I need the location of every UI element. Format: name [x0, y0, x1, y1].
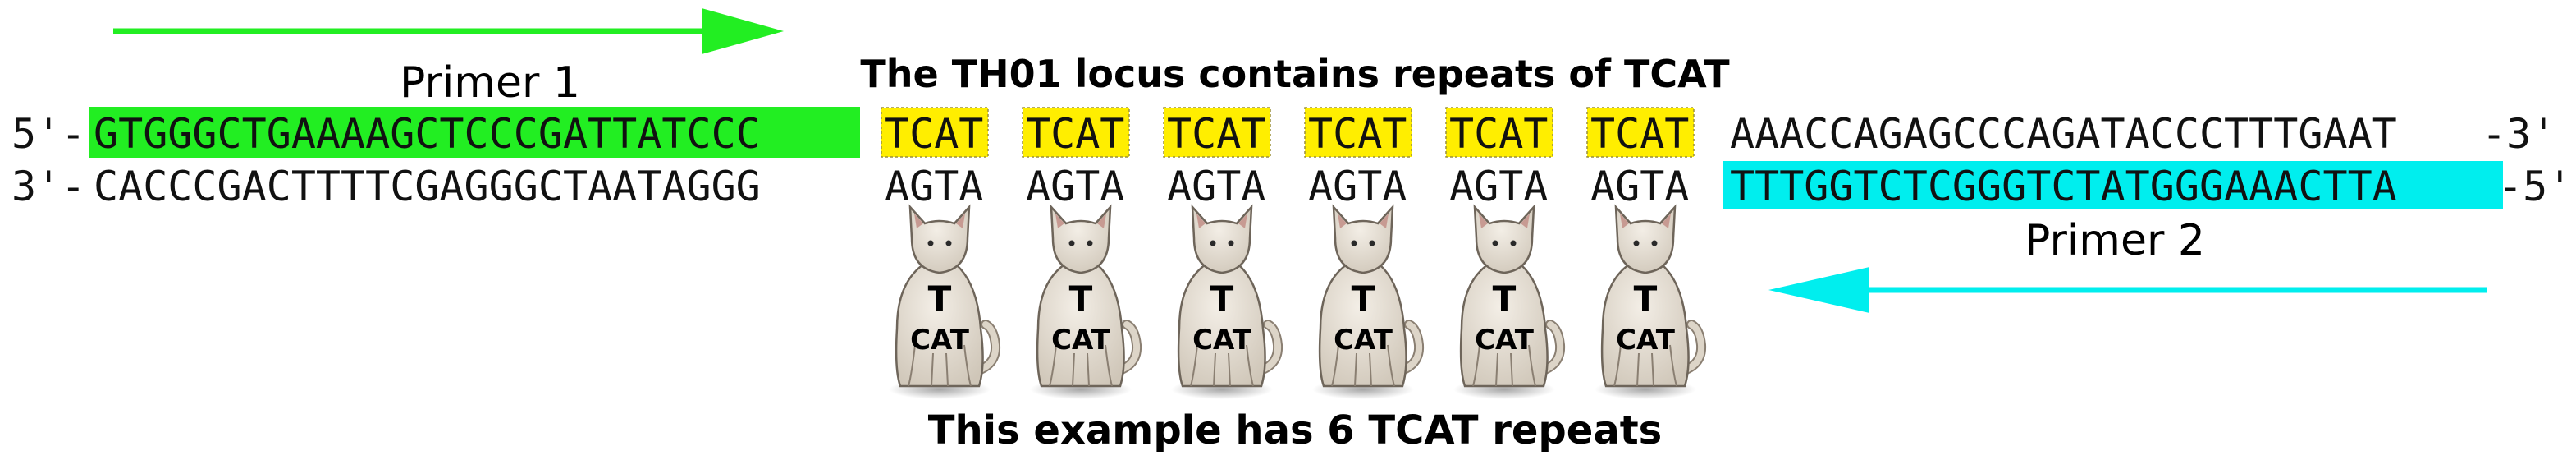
cat-label-top: T [1352, 278, 1375, 319]
cat-label-bottom: CAT [1616, 324, 1676, 356]
bottom-repeat-text: AGTA [1167, 163, 1265, 210]
primer1-highlight [89, 107, 860, 158]
cat-icon: T CAT [1453, 204, 1566, 399]
top-repeats: TCAT TCAT TCAT TCAT TCAT TCAT [881, 107, 1695, 158]
top-strand-primer-seq: GTGGGCTGAAAAGCTCCCGATTATCCC [94, 110, 761, 158]
cat-eye [1068, 240, 1075, 246]
cat-label-top: T [1210, 278, 1234, 319]
cat-eye [1228, 240, 1234, 246]
top-repeat-text: TCAT [1590, 110, 1689, 158]
cat-eye [1087, 240, 1093, 246]
cat-body [1459, 263, 1549, 388]
cat-label-bottom: CAT [910, 324, 970, 356]
cat-icon: T CAT [1312, 204, 1425, 399]
bottom-strand-primer-seq: TTTGGTCTCGGGTCTATGGGAAACTTA [1730, 163, 2397, 210]
top-repeat-text: TCAT [1026, 110, 1124, 158]
cat-eye [1210, 240, 1216, 246]
primer1-arrow [113, 8, 784, 54]
cat-icon: T CAT [1595, 204, 1707, 399]
cat-body [1600, 263, 1690, 388]
bottom-strand-suffix: -5' [2498, 163, 2572, 210]
cat-head [1050, 204, 1112, 274]
top-strand-prefix: 5'- [11, 110, 85, 158]
primer2-arrow [1768, 267, 2487, 313]
top-repeat-text: TCAT [1167, 110, 1265, 158]
cat-eye [1492, 240, 1498, 246]
top-repeat: TCAT [1445, 107, 1553, 158]
top-repeat: TCAT [1304, 107, 1412, 158]
cat-eye [1651, 240, 1658, 246]
cat-label-top: T [1069, 278, 1093, 319]
bottom-repeat-text: AGTA [1449, 163, 1548, 210]
top-repeat: TCAT [1163, 107, 1271, 158]
top-repeat-text: TCAT [1308, 110, 1407, 158]
cat-eye [1510, 240, 1517, 246]
top-repeat-text: TCAT [1449, 110, 1548, 158]
top-repeat: TCAT [881, 107, 989, 158]
cat-icon: T CAT [1171, 204, 1283, 399]
cat-label-bottom: CAT [1051, 324, 1111, 356]
cat-head [1332, 204, 1394, 274]
bottom-repeats: AGTA AGTA AGTA AGTA AGTA AGTA [885, 163, 1689, 210]
repeat-highlight [1304, 107, 1412, 158]
repeat-highlight [881, 107, 989, 158]
cat-head [1614, 204, 1677, 274]
cat-eye [1369, 240, 1375, 246]
top-repeat-text: TCAT [885, 110, 983, 158]
cat-label-top: T [928, 278, 952, 319]
cat-eye [1351, 240, 1357, 246]
top-strand-tail: AAACCAGAGCCCAGATACCCTTTGAAT [1730, 110, 2397, 158]
primer1-label: Primer 1 [400, 58, 580, 108]
cats-row: T CAT T CAT T CAT T CAT T CAT T CAT [889, 204, 1707, 399]
cat-body [1036, 263, 1125, 388]
cat-label-top: T [1634, 278, 1658, 319]
top-strand-suffix: -3' [2482, 110, 2555, 158]
cat-label-bottom: CAT [1475, 324, 1535, 356]
cat-body [1318, 263, 1407, 388]
cat-eye [945, 240, 952, 246]
bottom-repeat-text: AGTA [1308, 163, 1407, 210]
cat-head [1473, 204, 1535, 274]
bottom-repeat-text: AGTA [1590, 163, 1689, 210]
bottom-repeat-text: AGTA [885, 163, 983, 210]
cat-body [1177, 263, 1266, 388]
top-repeat: TCAT [1022, 107, 1130, 158]
top-repeat: TCAT [1586, 107, 1695, 158]
diagram-title: The TH01 locus contains repeats of TCAT [860, 52, 1730, 96]
cat-head [908, 204, 971, 274]
diagram-caption: This example has 6 TCAT repeats [928, 407, 1663, 453]
repeat-highlight [1445, 107, 1553, 158]
cat-icon: T CAT [1030, 204, 1142, 399]
primer2-highlight [1723, 161, 2503, 209]
cat-eye [927, 240, 934, 246]
cat-icon: T CAT [889, 204, 1001, 399]
cat-label-bottom: CAT [1192, 324, 1252, 356]
bottom-repeat-text: AGTA [1026, 163, 1124, 210]
repeat-highlight [1022, 107, 1130, 158]
bottom-strand-prefix: 3'- [11, 163, 85, 210]
repeat-highlight [1586, 107, 1695, 158]
primer2-label: Primer 2 [2025, 216, 2205, 265]
bottom-strand-seq: CACCCGACTTTTCGAGGGCTAATAGGG [94, 163, 761, 210]
cat-label-top: T [1493, 278, 1517, 319]
cat-eye [1633, 240, 1640, 246]
cat-label-bottom: CAT [1334, 324, 1393, 356]
repeat-highlight [1163, 107, 1271, 158]
cat-body [895, 263, 984, 388]
cat-head [1191, 204, 1253, 274]
